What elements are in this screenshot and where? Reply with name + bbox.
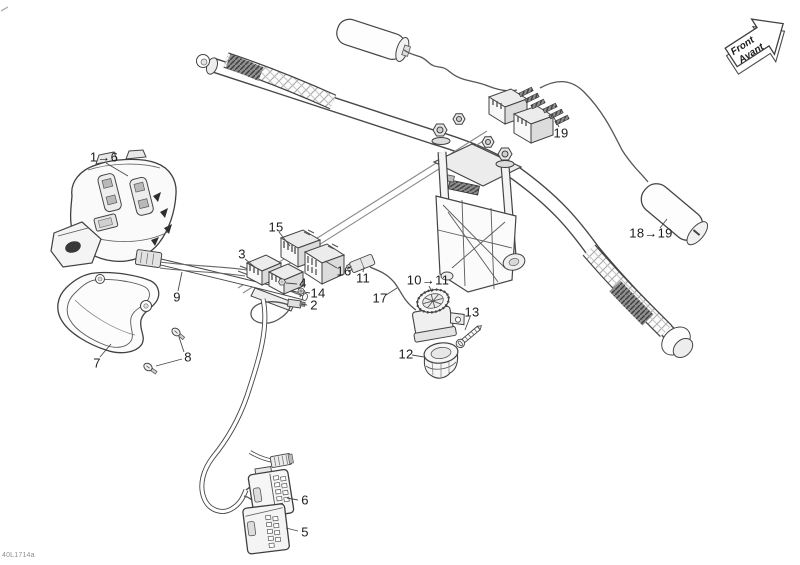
leader-lines <box>99 113 668 532</box>
switch-10-11 <box>411 288 465 343</box>
connector-bracket <box>250 287 296 312</box>
multifunction-switch-cluster <box>50 149 248 277</box>
riser-bolts <box>431 113 515 168</box>
cluster-connector-stub <box>134 249 163 268</box>
screw-14 <box>297 287 305 298</box>
callout-10-11: 10→11 <box>406 272 450 288</box>
callout-14: 14 <box>310 285 326 301</box>
bolt-4 <box>278 278 286 286</box>
wire-17 <box>369 266 417 311</box>
drawing-code-watermark: 40L1714a <box>2 552 35 559</box>
callout-4: 4 <box>299 275 307 291</box>
riser-truss-lines <box>437 199 513 290</box>
steering-riser <box>431 113 526 293</box>
flat-terminal <box>269 453 294 468</box>
callout-8: 8 <box>184 349 192 365</box>
right-grip <box>582 244 673 338</box>
corner-mark <box>0 6 9 12</box>
callout-19: 19 <box>553 125 569 141</box>
callout-9: 9 <box>173 289 181 305</box>
callout-1-6: 1→6 <box>89 149 119 165</box>
rocker-switch-1 <box>97 173 122 213</box>
connector-block-b <box>512 105 555 144</box>
callout-18-19: 18→19 <box>629 225 673 241</box>
connector-15 <box>279 229 322 268</box>
screw-8a <box>171 327 186 341</box>
callout-3: 3 <box>238 246 246 262</box>
left-grip <box>223 52 337 110</box>
callout-7: 7 <box>93 355 101 371</box>
callout-2: 2 <box>310 297 318 313</box>
connector-5 <box>242 503 290 555</box>
rocker-switch-2 <box>129 176 154 216</box>
main-harness-loom <box>199 298 294 514</box>
callout-6: 6 <box>301 492 309 508</box>
connector-11 <box>345 254 376 273</box>
callout-15: 15 <box>268 219 284 235</box>
screw-13 <box>455 325 482 349</box>
callout-12: 12 <box>398 346 414 362</box>
heater-wires <box>403 49 649 183</box>
cluster-chevrons <box>151 192 172 246</box>
bracket-hole <box>65 241 81 253</box>
cluster-harness-wires <box>159 261 248 277</box>
terminal-pins-19 <box>518 86 570 126</box>
cap-12 <box>423 342 459 379</box>
right-grip-end <box>672 337 694 359</box>
screw-8b <box>143 362 158 375</box>
grip-heater-right <box>640 183 709 246</box>
front-direction-arrow: Front Avant <box>724 18 786 75</box>
cluster-lower-button <box>93 213 119 232</box>
harness-clip <box>447 179 480 196</box>
callout-13: 13 <box>464 304 480 320</box>
screw-8-pointer-lines <box>155 336 185 367</box>
callout-11: 11 <box>355 270 371 286</box>
callout-16: 16 <box>336 263 352 279</box>
callout-5: 5 <box>301 524 309 540</box>
grip-heater-top <box>336 18 412 63</box>
connector-assembly-3 <box>237 254 306 324</box>
switch-housing-bracket-7 <box>57 271 160 354</box>
callout-17: 17 <box>372 290 388 306</box>
